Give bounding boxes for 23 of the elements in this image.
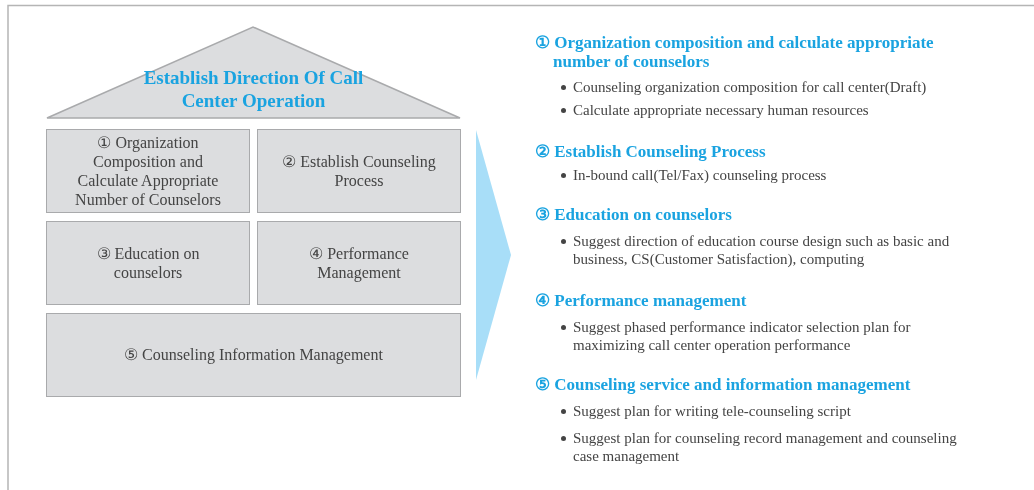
section-label: ③ Education on counselors (95, 243, 201, 283)
section-heading: ② Establish Counseling Process (535, 142, 767, 161)
section-box (257, 129, 461, 213)
section-box (46, 221, 250, 305)
section-label: ① Organization Composition and Calculate Appropriate Number of Counselors (74, 132, 222, 210)
bullet-item: Suggest plan for counseling record management and counseling case management (573, 429, 958, 465)
section-heading: ③ Education on counselors (535, 205, 733, 224)
section-label: ⑤ Counseling Information Management (124, 345, 383, 365)
bullet-item: Suggest phased performance indicator selection plan for maximizing call center operation performance (573, 318, 912, 354)
bullet-item: Counseling organization composition for call center(Draft) (573, 78, 928, 96)
section-heading: ④ Performance management (535, 291, 748, 310)
bullet-item: Suggest direction of education course design such as basic and business, CS(Customer Satisfaction), computing (573, 232, 951, 268)
section-box (46, 129, 250, 213)
roof-title: Establish Direction Of Call Center Operation (142, 67, 365, 113)
section-heading: ⑤ Counseling service and information management (535, 375, 912, 394)
bullet-item: Calculate appropriate necessary human resources (573, 101, 870, 119)
section-box (46, 313, 461, 397)
bullet-item: In-bound call(Tel/Fax) counseling process (573, 166, 828, 184)
bullet-item: Suggest plan for writing tele-counseling script (573, 402, 852, 420)
section-heading: ① Organization composition and calculate appropriate number of counselors (535, 33, 935, 71)
section-box (257, 221, 461, 305)
section-label: ② Establish Counseling Process (281, 151, 437, 191)
section-label: ④ Performance Management (308, 243, 410, 283)
